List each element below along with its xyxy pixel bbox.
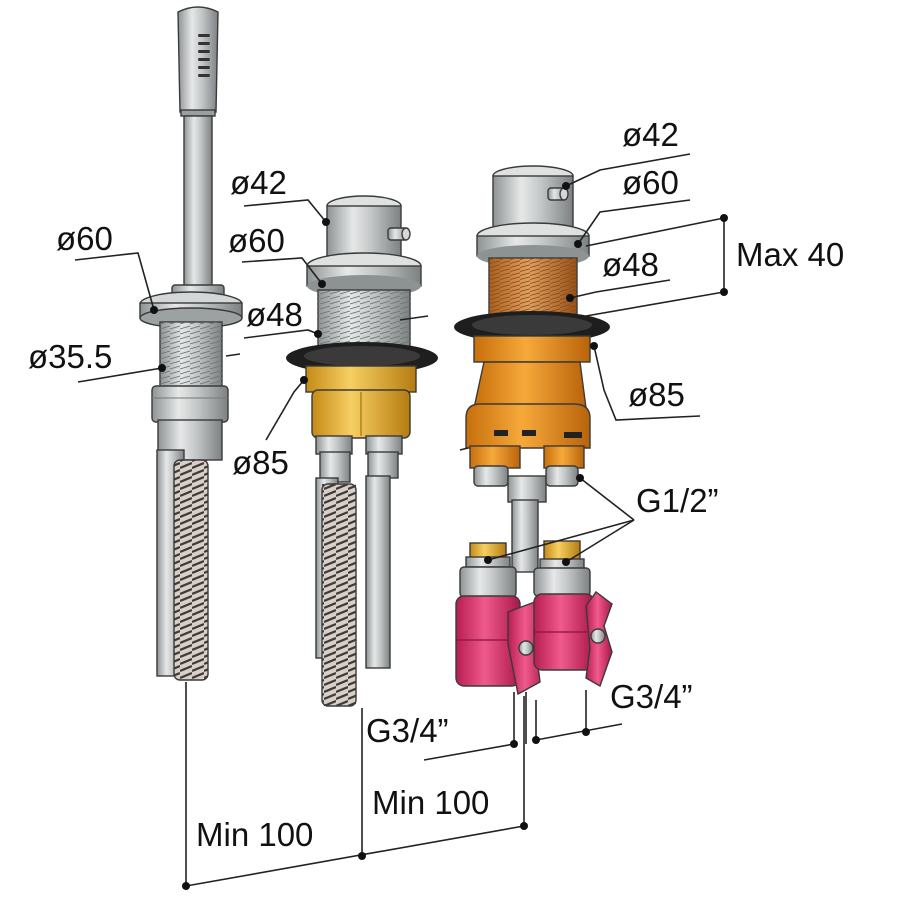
label-mixer-d48: ø48	[602, 246, 659, 283]
hand-shower-unit	[139, 6, 243, 681]
label-mixer-d60: ø60	[622, 164, 679, 201]
mixer-unit	[454, 165, 613, 696]
label-shower-d60: ø60	[56, 220, 113, 257]
diverter-brass-body	[305, 365, 417, 439]
label-shower-d35: ø35.5	[28, 338, 112, 375]
valve-right-handle	[585, 591, 613, 688]
label-g34-left: G3/4”	[366, 712, 449, 749]
mixer-connectors	[473, 465, 579, 573]
diverter-hose	[315, 477, 357, 707]
label-g34-right: G3/4”	[610, 678, 693, 715]
label-diverter-d60: ø60	[228, 222, 285, 259]
shower-spray-nozzles	[198, 34, 210, 77]
mixer-orange-body	[465, 335, 591, 469]
shower-handle	[177, 6, 219, 295]
diverter-pipe	[365, 475, 391, 669]
valve-right	[533, 540, 613, 688]
label-diverter-d48: ø48	[246, 296, 303, 333]
shower-lock-nut	[151, 385, 229, 461]
label-diverter-d42: ø42	[230, 164, 287, 201]
mixer-gasket	[454, 311, 610, 343]
diverter-pin	[387, 227, 411, 241]
diverter-threaded-body	[317, 289, 411, 353]
label-g12: G1/2”	[636, 482, 719, 519]
label-min100-right: Min 100	[372, 784, 489, 821]
label-min100-left: Min 100	[196, 816, 313, 853]
label-mixer-d42: ø42	[622, 116, 679, 153]
label-max-40: Max 40	[736, 236, 844, 273]
label-mixer-d85: ø85	[628, 376, 685, 413]
dimension-labels: ø60 ø35.5 ø42 ø60 ø48 ø85 ø42 ø60 ø48 ø8…	[28, 116, 844, 853]
diverter-connectors	[315, 435, 403, 483]
shower-threaded-shank	[159, 321, 223, 389]
label-diverter-d85: ø85	[232, 444, 289, 481]
diverter-unit	[286, 195, 438, 707]
shower-hose	[156, 449, 209, 681]
leader-lines	[74, 153, 728, 890]
mixer-pin	[547, 187, 569, 201]
